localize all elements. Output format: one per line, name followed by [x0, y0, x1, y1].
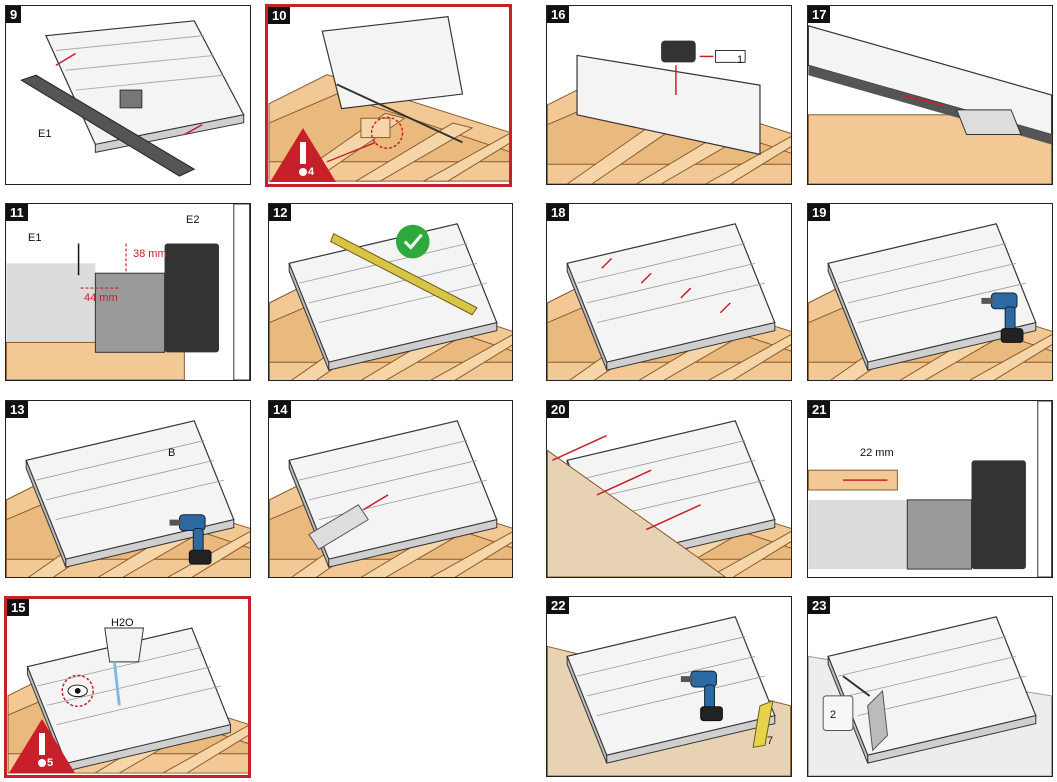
board-installation-illustration — [547, 420, 791, 577]
dimension-38mm: 38 mm — [133, 248, 167, 260]
step-panel-21: 21 22 mm — [807, 400, 1053, 578]
step-number: 13 — [6, 401, 29, 418]
step-number: 12 — [269, 204, 292, 221]
label-h2o: H2O — [111, 617, 134, 629]
screwing-illustration — [808, 223, 1052, 380]
primer-application-illustration — [808, 616, 1052, 776]
warning-triangle-icon — [270, 128, 336, 182]
step-number: 11 — [6, 204, 28, 221]
warning-badge-5: 5 — [7, 717, 77, 775]
warning-triangle-icon — [9, 719, 75, 773]
step-number: 14 — [269, 401, 292, 418]
drain-assembly-illustration — [20, 20, 245, 177]
step-panel-23: 23 2 — [807, 596, 1053, 777]
tape-application-illustration — [808, 25, 1052, 184]
step-panel-15: 15 H2O 5 — [4, 596, 251, 778]
step-number: 17 — [808, 6, 831, 23]
step-panel-20: 20 — [546, 400, 792, 578]
label-e1: E1 — [28, 232, 42, 244]
step-panel-19: 19 — [807, 203, 1053, 381]
step-panel-10: 10 4 — [265, 4, 512, 187]
step-panel-17: 17 — [807, 5, 1053, 185]
step-number: 21 — [808, 401, 831, 418]
sealant-clip-illustration — [547, 40, 791, 184]
warning-number: 5 — [47, 757, 54, 769]
step-number: 22 — [547, 597, 570, 614]
step-panel-12: 12 — [268, 203, 513, 381]
step-panel-18: 18 — [546, 203, 792, 381]
warning-badge-4: 4 — [268, 126, 338, 184]
step-panel-11: 11 E1 E2 38 mm 44 mm — [5, 203, 251, 381]
step-number: 23 — [808, 597, 831, 614]
screw-positions-illustration — [547, 223, 791, 380]
tube-label-7: 7 — [767, 735, 774, 747]
step-number: 19 — [808, 204, 831, 221]
step-number: 15 — [7, 599, 30, 616]
can-label-2: 2 — [830, 709, 837, 721]
cross-section-22mm-illustration — [808, 401, 1052, 577]
pipe-connection-illustration — [269, 420, 512, 577]
board-screwing-illustration — [547, 616, 791, 776]
joist-cut-illustration — [268, 16, 509, 182]
level-check-illustration — [269, 223, 512, 380]
step-panel-16: 16 1 — [546, 5, 792, 185]
step-panel-22: 22 7 — [546, 596, 792, 777]
label-e2: E2 — [186, 214, 200, 226]
step-panel-9: 9 E1 — [5, 5, 251, 185]
warning-number: 4 — [308, 166, 315, 178]
label-b: B — [168, 447, 176, 459]
step-number: 16 — [547, 6, 570, 23]
fixing-illustration — [6, 420, 250, 577]
tube-label-1: 1 — [737, 54, 744, 66]
cross-section-dimensions-illustration — [6, 204, 250, 380]
step-number: 9 — [6, 6, 22, 23]
water-test-illustration — [7, 627, 248, 774]
dimension-44mm: 44 mm — [84, 292, 118, 304]
label-e1: E1 — [38, 128, 52, 140]
step-panel-13: 13 B — [5, 400, 251, 578]
step-panel-14: 14 — [268, 400, 513, 578]
checkmark-icon — [395, 224, 430, 259]
step-number: 10 — [268, 7, 291, 24]
step-number: 18 — [547, 204, 570, 221]
dimension-22mm: 22 mm — [860, 447, 894, 459]
step-number: 20 — [547, 401, 570, 418]
